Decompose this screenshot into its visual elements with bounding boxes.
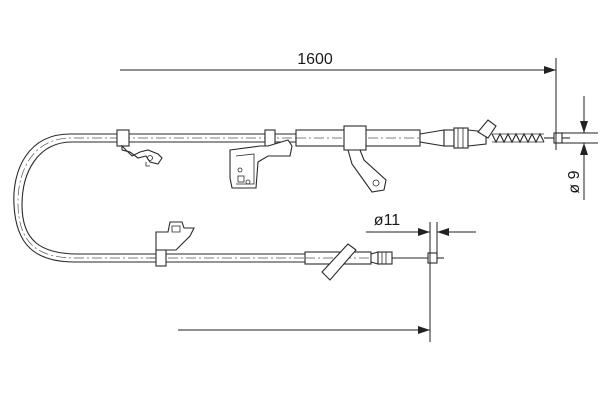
end-fitting-upper: [419, 119, 497, 149]
dimension-diameter-large-label: ø 9: [566, 170, 583, 193]
dimension-diameter-small-label: ø11: [374, 212, 400, 229]
cable-outer-sheath: [13, 133, 160, 263]
mounting-bracket-lower-right: [321, 243, 357, 281]
end-fitting-lower: [370, 251, 444, 265]
dimension-diameter-small: [366, 222, 476, 256]
mounting-bracket-lower-left: [155, 221, 195, 267]
dimension-diameter-large: [560, 96, 598, 200]
dimension-length-label: 1600: [297, 51, 333, 68]
cable-end-nipple-upper: [544, 132, 570, 144]
mounting-bracket-upper-right: [343, 125, 387, 193]
return-spring: [491, 132, 545, 144]
mounting-bracket-upper-middle: [229, 129, 293, 189]
dimension-length: [120, 58, 557, 342]
clip-bracket-upper-left: [116, 129, 163, 167]
